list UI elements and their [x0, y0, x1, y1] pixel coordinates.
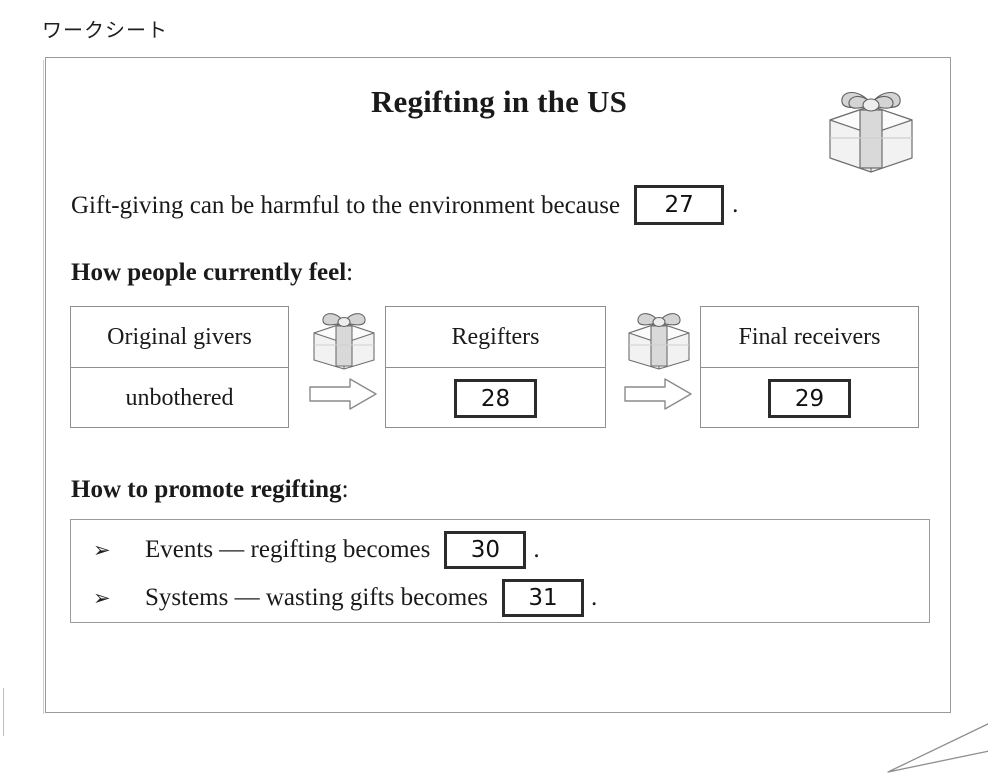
answer-box-27[interactable]: 27	[634, 185, 725, 225]
section-heading-promote-text: How to promote regifting	[71, 476, 342, 503]
page-title: Regifting in the US	[370, 84, 628, 119]
flow-box-value-cell: 29	[701, 368, 918, 429]
flow-diagram: Original givers unbothered Re	[70, 306, 930, 436]
section-heading-promote-colon: :	[341, 476, 349, 503]
flow-box-regifters: Regifters 28	[385, 306, 606, 428]
page-edge-line	[0, 688, 4, 736]
flow-box-label: Original givers	[71, 307, 288, 368]
intro-period: .	[732, 191, 739, 218]
flow-box-label: Final receivers	[701, 307, 918, 368]
worksheet-label: ワークシート	[42, 18, 168, 42]
right-arrow-icon	[309, 378, 377, 410]
section-heading-feel-text: How people currently feel	[71, 259, 347, 286]
list-item-period: .	[533, 536, 540, 563]
answer-box-31[interactable]: 31	[502, 579, 585, 617]
page-fold-corner	[887, 723, 988, 773]
worksheet-sheet: Regifting in the US Gift-giving can be h…	[43, 57, 988, 773]
flow-box-label: Regifters	[386, 307, 605, 368]
flow-box-original-givers: Original givers unbothered	[70, 306, 289, 428]
flow-box-value-cell: 28	[386, 368, 605, 429]
section-heading-feel: How people currently feel:	[71, 259, 353, 287]
list-item: ➢ Systems — wasting gifts becomes 31 .	[93, 579, 597, 617]
intro-sentence: Gift-giving can be harmful to the enviro…	[71, 185, 738, 225]
gift-box-icon	[313, 313, 375, 370]
list-item-text: Events — regifting becomes	[145, 536, 431, 563]
list-item: ➢ Events — regifting becomes 30 .	[93, 531, 540, 569]
flow-box-final-receivers: Final receivers 29	[700, 306, 919, 428]
section-heading-feel-colon: :	[346, 259, 354, 286]
flow-box-value: unbothered	[125, 385, 234, 411]
answer-box-28[interactable]: 28	[454, 379, 537, 418]
gift-box-icon	[628, 313, 690, 370]
answer-box-29[interactable]: 29	[768, 379, 851, 418]
section-heading-promote: How to promote regifting:	[71, 476, 349, 504]
promote-list-box: ➢ Events — regifting becomes 30 . ➢ Syst…	[70, 519, 930, 623]
arrowhead-bullet-icon: ➢	[93, 537, 111, 562]
list-item-text: Systems — wasting gifts becomes	[145, 584, 489, 611]
right-arrow-icon	[624, 378, 692, 410]
arrowhead-bullet-icon: ➢	[93, 585, 111, 610]
intro-text: Gift-giving can be harmful to the enviro…	[71, 191, 621, 219]
list-item-period: .	[591, 584, 598, 611]
answer-box-30[interactable]: 30	[444, 531, 527, 569]
gift-box-icon	[829, 91, 913, 173]
